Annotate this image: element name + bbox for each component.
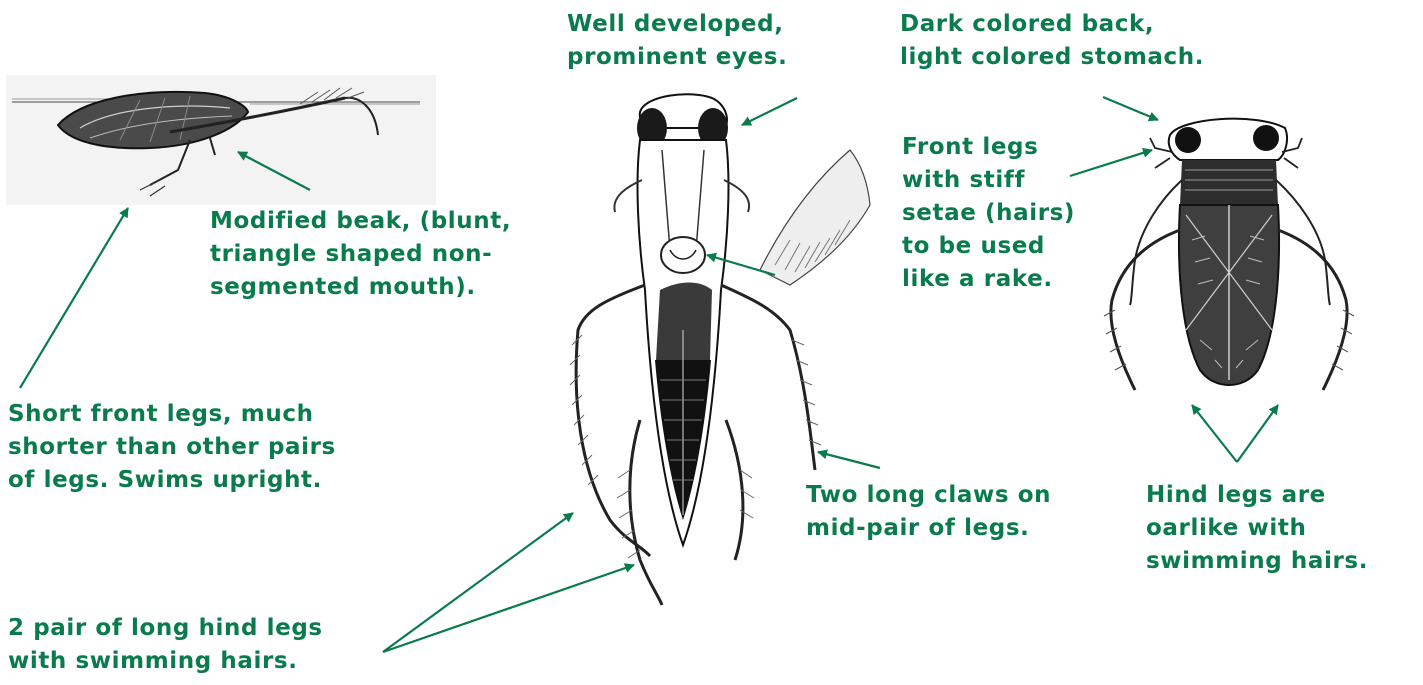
label-claws-line-1: Two long claws on (806, 479, 1051, 512)
arrow-long-hind-legs-lower (383, 565, 634, 652)
label-front-legs-setae-line-2: with stiff (902, 164, 1075, 197)
label-short-front-legs-line-3: of legs. Swims upright. (8, 464, 336, 497)
label-claws-line-2: mid-pair of legs. (806, 512, 1051, 545)
label-long-hind-legs-line-1: 2 pair of long hind legs (8, 612, 323, 645)
arrow-hind-legs-oarlike-left (1192, 405, 1237, 462)
label-back-line-2: light colored stomach. (900, 41, 1204, 74)
label-hind-legs-oarlike-line-2: oarlike with (1146, 512, 1368, 545)
label-long-hind-legs: 2 pair of long hind legs with swimming h… (8, 612, 323, 678)
label-front-legs-setae-line-5: like a rake. (902, 263, 1075, 296)
label-claws: Two long claws on mid-pair of legs. (806, 479, 1051, 545)
label-eyes: Well developed, prominent eyes. (567, 8, 787, 74)
label-eyes-line-1: Well developed, (567, 8, 787, 41)
label-beak-line-1: Modified beak, (blunt, (210, 205, 511, 238)
arrow-front-legs-setae (1070, 150, 1152, 176)
label-short-front-legs: Short front legs, much shorter than othe… (8, 398, 336, 497)
label-eyes-line-2: prominent eyes. (567, 41, 787, 74)
label-back-line-1: Dark colored back, (900, 8, 1204, 41)
arrow-claws (818, 452, 880, 468)
label-short-front-legs-line-2: shorter than other pairs (8, 431, 336, 464)
label-hind-legs-oarlike: Hind legs are oarlike with swimming hair… (1146, 479, 1368, 578)
arrow-hind-legs-oarlike-right (1237, 405, 1278, 462)
label-beak: Modified beak, (blunt, triangle shaped n… (210, 205, 511, 304)
arrow-beak (238, 152, 310, 190)
arrow-mouthparts (707, 255, 775, 275)
label-short-front-legs-line-1: Short front legs, much (8, 398, 336, 431)
label-beak-line-2: triangle shaped non- (210, 238, 511, 271)
label-long-hind-legs-line-2: with swimming hairs. (8, 645, 323, 678)
label-hind-legs-oarlike-line-3: swimming hairs. (1146, 545, 1368, 578)
label-hind-legs-oarlike-line-1: Hind legs are (1146, 479, 1368, 512)
label-back: Dark colored back, light colored stomach… (900, 8, 1204, 74)
label-beak-line-3: segmented mouth). (210, 271, 511, 304)
arrow-eyes (742, 98, 797, 125)
arrow-short-front-legs (20, 208, 128, 388)
arrow-long-hind-legs-upper (383, 513, 573, 652)
label-front-legs-setae-line-1: Front legs (902, 131, 1075, 164)
label-front-legs-setae-line-3: setae (hairs) (902, 197, 1075, 230)
label-front-legs-setae-line-4: to be used (902, 230, 1075, 263)
label-front-legs-setae: Front legs with stiff setae (hairs) to b… (902, 131, 1075, 296)
arrow-back (1103, 97, 1158, 120)
